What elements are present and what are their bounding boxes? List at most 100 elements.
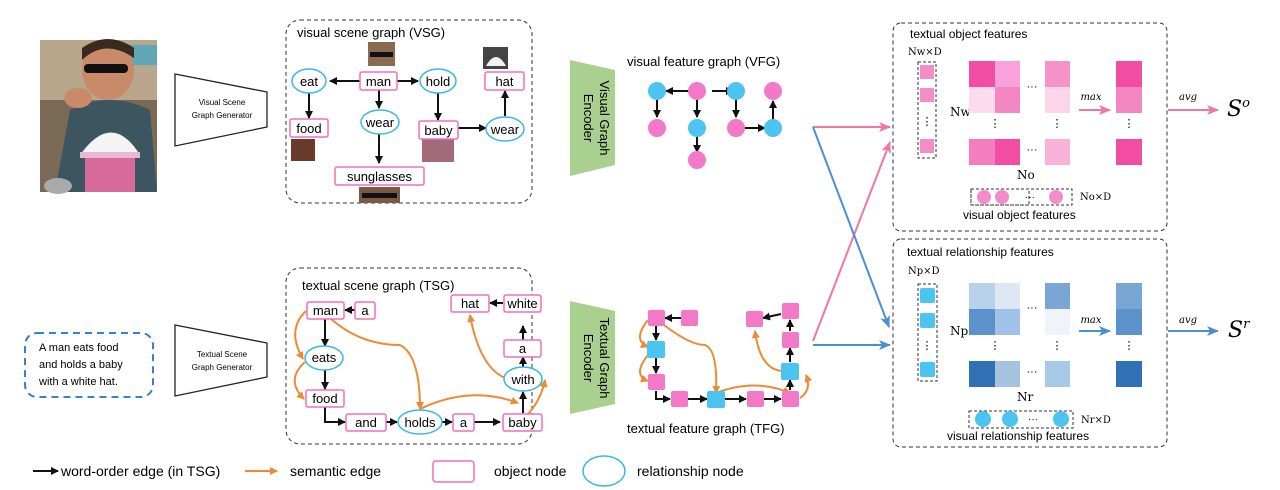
label: Graph Generator [192,363,253,372]
node-shape [503,366,543,392]
label: max [1080,315,1101,326]
legend-word-order: word-order edge (in TSG) [60,463,220,479]
shape [1045,283,1070,309]
shape [1045,309,1070,335]
node-shape [1049,190,1063,204]
tsg-node-a3: a [503,339,542,358]
shape [920,65,934,79]
shape [969,61,995,87]
shape [892,22,1168,232]
shape [1116,361,1142,387]
shape [422,139,454,162]
shape [24,332,154,398]
vsg-node-food: food [289,118,329,138]
node-shape [764,82,782,100]
label: holds [404,415,436,430]
shape [969,139,995,165]
edge [655,391,671,403]
shape [782,332,799,348]
edge [570,60,615,176]
label: food [296,121,321,136]
label: a [519,341,527,356]
edge [329,317,424,410]
shape [359,71,398,91]
label: and [355,415,377,430]
shape [334,166,425,186]
label: ⋮ [1052,340,1063,352]
label: ··· [1025,192,1035,203]
label: Encoder [581,94,596,143]
node-shape [419,68,457,94]
shape [995,361,1020,387]
label: ··· [1027,302,1038,314]
label: Visual Graph [597,81,612,156]
shape [782,303,799,319]
edge [751,330,784,372]
shape [747,391,764,407]
node-shape [304,345,344,371]
relationship-score: Sr [1228,317,1250,343]
label: textual relationship features [907,245,1054,259]
shape [305,389,345,408]
label: Textual Scene [197,350,248,359]
label: Textual Graph [597,318,612,399]
textual-scene-graph-generator: Textual Scene Graph Generator [174,324,268,397]
shape [1116,309,1142,335]
edge [799,374,813,399]
tsg-node-a1: a [354,301,376,320]
node-shape [727,119,745,137]
shape [995,283,1020,309]
shape [484,71,525,91]
shape [648,374,665,390]
shape [452,413,475,432]
shape [917,61,937,159]
shape [450,294,490,313]
visual-scene-graph-panel: visual scene graph (VSG) man eat hold ha… [285,19,533,204]
label: ⋮ [990,340,1001,352]
shape [995,61,1020,87]
visual-feature-graph: visual feature graph (VFG) [627,54,782,169]
label: ··· [1028,414,1038,425]
label: textual object features [910,27,1027,41]
node-shape [64,88,92,108]
label: food [312,391,337,406]
legend-semantic: semantic edge [290,463,381,479]
vsg-node-hold: hold [419,68,457,94]
label: hold [426,74,451,89]
shape [995,87,1020,113]
label: Nw×D [908,47,942,58]
shape [1045,139,1070,165]
edge [715,384,791,394]
vsg-node-sunglasses: sunglasses [334,166,425,186]
shape [1045,87,1070,113]
tsg-node-holds: holds [397,409,443,435]
node-shape [688,119,706,137]
node-shape [582,455,626,487]
shape [920,313,935,328]
edge [639,354,649,383]
legend-relationship: relationship node [637,463,744,479]
input-sentence: A man eats food and holds a baby with a … [24,332,154,398]
label: Np×D [908,266,940,277]
label: No×D [1080,192,1111,203]
node-shape [764,119,782,137]
shape [432,460,475,483]
edge [82,39,134,60]
label: eats [312,350,337,365]
shape [968,410,1074,429]
shape [291,139,315,161]
label: avg [1179,92,1197,103]
shape [1045,61,1070,87]
shape [84,64,128,73]
label: visual relationship features [947,429,1089,443]
tsg-node-white: white [503,294,542,313]
label: baby [508,415,537,430]
shape [503,294,542,313]
label: ⋮ [922,340,933,352]
label: man [313,303,338,318]
tsg-node-with: with [503,366,543,392]
node-shape [975,411,991,427]
textual-graph-encoder: Textual Graph Encoder [570,301,615,414]
label: eat [300,74,318,89]
